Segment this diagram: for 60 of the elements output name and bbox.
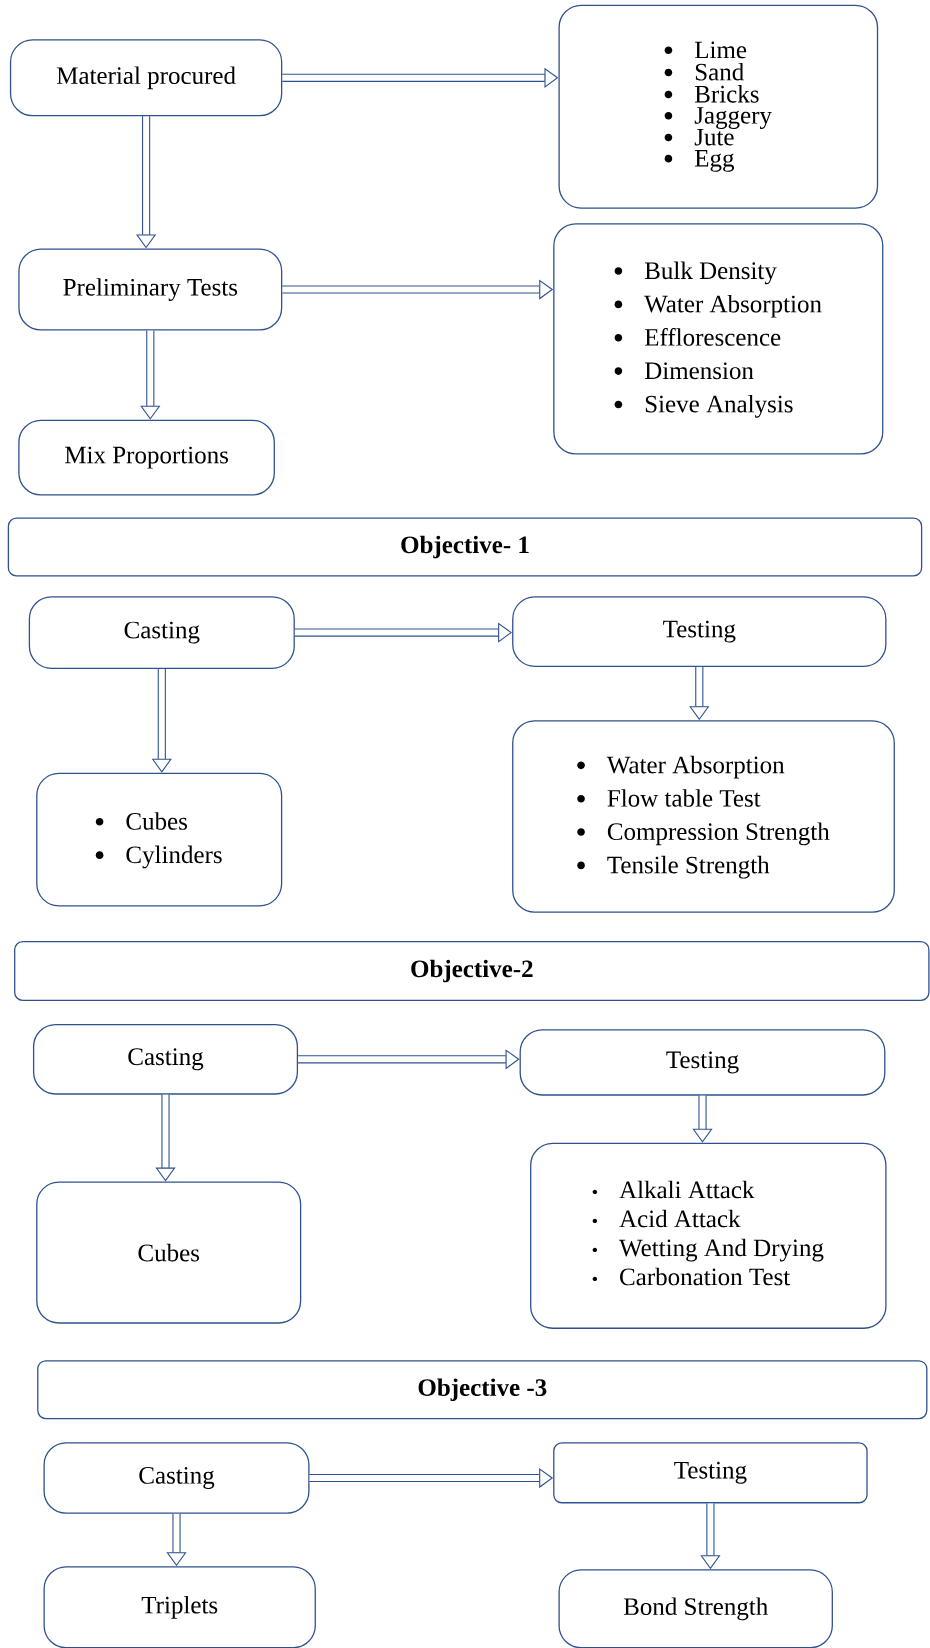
box-label: Objective -3 — [418, 1378, 547, 1402]
list-item: Flow table Test — [607, 789, 761, 807]
process-box — [18, 248, 283, 331]
list-item: Alkali Attack — [619, 1180, 755, 1199]
process-box — [519, 1029, 886, 1096]
box-label: Cubes — [138, 1243, 200, 1262]
block-arrow — [155, 1094, 176, 1182]
process-box — [32, 1023, 299, 1095]
heading-bar — [7, 517, 923, 577]
box-label: Testing — [663, 620, 736, 643]
list-box — [512, 720, 895, 913]
box-label: Testing — [674, 1461, 747, 1484]
list-box — [558, 4, 879, 209]
box-label: Casting — [139, 1467, 215, 1489]
list-item: Acid Attack — [619, 1209, 741, 1228]
box-label: Preliminary Tests — [63, 278, 238, 301]
list-item: Sieve Analysis — [645, 394, 793, 418]
block-arrow — [282, 67, 559, 88]
list-item: Efflorescence — [644, 328, 781, 346]
list-item: Jute — [694, 128, 734, 146]
heading-bar — [14, 940, 930, 1002]
list-item: Wetting And Drying — [619, 1238, 824, 1262]
process-box — [9, 39, 283, 117]
list-item: Bulk Density — [644, 261, 777, 285]
list-box — [36, 772, 283, 907]
list-item: Egg — [694, 150, 735, 172]
process-box — [18, 419, 275, 496]
box-label: Objective- 1 — [401, 535, 529, 559]
box-label: Mix Proportions — [65, 446, 228, 469]
box-label: Casting — [124, 621, 200, 644]
heading-bar — [37, 1360, 928, 1420]
list-item: Lime — [694, 41, 747, 59]
box-label: Objective-2 — [411, 959, 533, 983]
process-box — [553, 1442, 868, 1504]
process-box — [512, 596, 887, 667]
process-box — [28, 596, 295, 669]
list-item: Jaggery — [694, 107, 772, 129]
list-item: Bricks — [694, 85, 759, 103]
list-item: Tensile Strength — [607, 855, 770, 879]
list-item: Carbonation Test — [620, 1267, 791, 1286]
block-arrow — [692, 1095, 713, 1143]
list-box — [553, 223, 884, 455]
block-arrow — [140, 330, 161, 420]
list-item: Compression Strength — [607, 822, 830, 846]
list-item: Water Absorption — [606, 755, 785, 779]
list-item: Cubes — [126, 812, 187, 830]
list-item: Cylinders — [126, 845, 222, 869]
box-label: Testing — [666, 1051, 739, 1074]
box-label: Bond Strength — [623, 1597, 768, 1621]
process-box — [36, 1181, 302, 1324]
process-box — [558, 1569, 833, 1648]
list-item: Water Absorption — [644, 294, 822, 318]
list-item: Sand — [695, 62, 744, 81]
box-label: Triplets — [141, 1596, 218, 1619]
process-box — [43, 1566, 316, 1648]
list-box — [530, 1142, 887, 1329]
box-label: Material procured — [56, 66, 236, 90]
box-label: Casting — [128, 1048, 204, 1071]
list-item: Dimension — [644, 362, 754, 380]
process-box — [43, 1442, 310, 1514]
